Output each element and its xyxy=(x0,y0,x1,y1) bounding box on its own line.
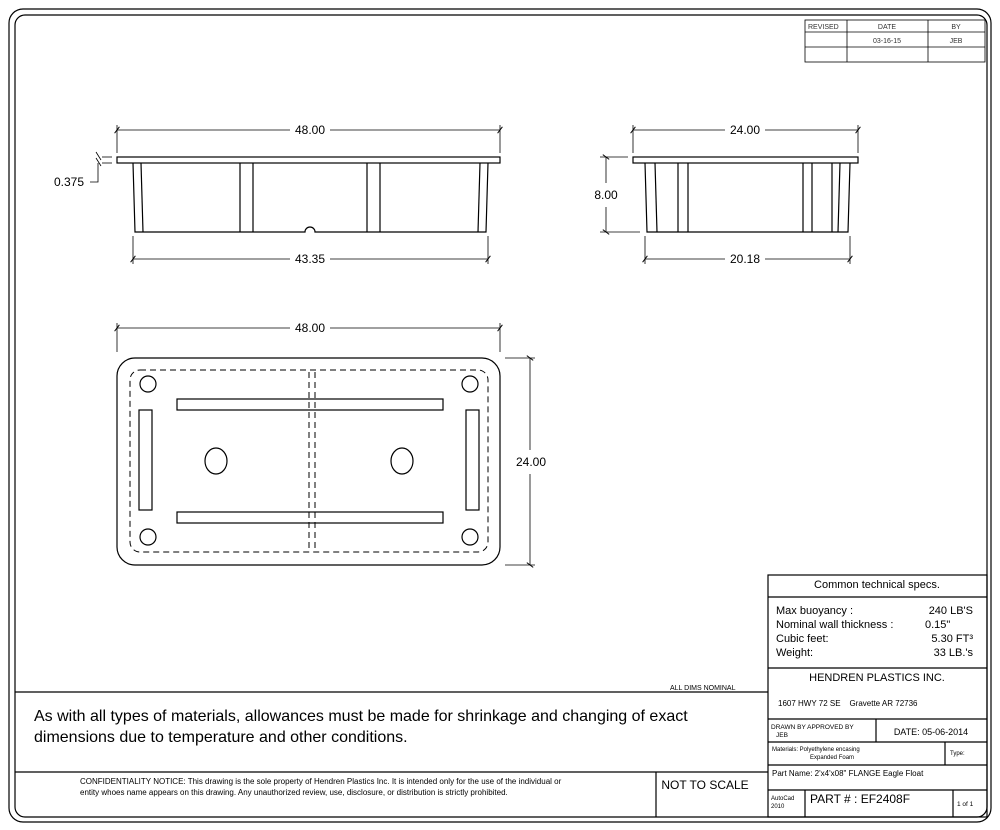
all-dims-nominal: ALL DIMS NOMINAL xyxy=(670,685,736,692)
rev-header-by: BY xyxy=(951,24,961,31)
rev-header-revised: REVISED xyxy=(808,24,839,31)
drawing-date: DATE: 05-06-2014 xyxy=(894,727,968,737)
spec-label-buoyancy: Max buoyancy : xyxy=(776,605,853,617)
spec-label-cubic: Cubic feet: xyxy=(776,633,829,645)
company-name: HENDREN PLASTICS INC. xyxy=(809,672,945,684)
not-to-scale: NOT TO SCALE xyxy=(661,778,748,792)
drawn-by-label: DRAWN BY APPROVED BY xyxy=(771,724,854,731)
end-view: 24.00 20.18 8.00 xyxy=(594,123,861,266)
side-length-dim: 48.00 xyxy=(295,123,325,137)
spec-value-wall: 0.15" xyxy=(925,619,950,631)
outer-frame xyxy=(8,8,992,823)
spec-value-cubic: 5.30 FT³ xyxy=(931,633,973,645)
spec-label-weight: Weight: xyxy=(776,647,813,659)
rev-by: JEB xyxy=(950,38,963,45)
part-name: Part Name: 2'x4'x08" FLANGE Eagle Float xyxy=(772,769,924,778)
top-view: 48.00 24.00 xyxy=(114,321,546,568)
flange-thickness-dim: 0.375 xyxy=(54,175,84,189)
sheet-number: 1 of 1 xyxy=(957,801,974,808)
type-label: Type: xyxy=(950,751,965,757)
end-bottom-dim: 20.18 xyxy=(730,252,760,266)
spec-value-weight: 33 LB.'s xyxy=(934,647,974,659)
title-block: Common technical specs. Max buoyancy : 2… xyxy=(767,574,988,818)
side-bottom-dim: 43.35 xyxy=(295,252,325,266)
inner-frame xyxy=(14,14,988,818)
spec-value-buoyancy: 240 LB'S xyxy=(929,605,973,617)
software-line-1: AutoCad xyxy=(771,796,794,802)
software-line-2: 2010 xyxy=(771,804,785,810)
confidentiality-line-1: CONFIDENTIALITY NOTICE: This drawing is … xyxy=(80,777,562,786)
spec-label-wall: Nominal wall thickness : xyxy=(776,619,893,631)
warning-line-1: As with all types of materials, allowanc… xyxy=(34,708,688,725)
company-address: 1607 HWY 72 SE Gravette AR 72736 xyxy=(778,699,918,708)
drawn-by: JEB xyxy=(776,732,788,739)
materials-line-2: Expanded Foam xyxy=(810,755,854,761)
top-width-dim: 24.00 xyxy=(516,455,546,469)
specs-title: Common technical specs. xyxy=(814,579,940,591)
rev-header-date: DATE xyxy=(878,24,896,31)
rev-date: 03-16-15 xyxy=(873,38,901,45)
side-view: 48.00 43.35 0.375 xyxy=(54,123,503,266)
revision-table: REVISED DATE BY 03-16-15 JEB xyxy=(804,19,986,63)
top-length-dim: 48.00 xyxy=(295,321,325,335)
confidentiality-line-2: entity whoes name appears on this drawin… xyxy=(80,788,508,797)
materials-line-1: Materials: Polyethylene encasing xyxy=(772,747,860,753)
end-width-dim: 24.00 xyxy=(730,123,760,137)
warning-line-2: dimensions due to temperature and other … xyxy=(34,729,408,746)
part-number: PART # : EF2408F xyxy=(810,792,910,806)
end-height-dim: 8.00 xyxy=(594,188,618,202)
